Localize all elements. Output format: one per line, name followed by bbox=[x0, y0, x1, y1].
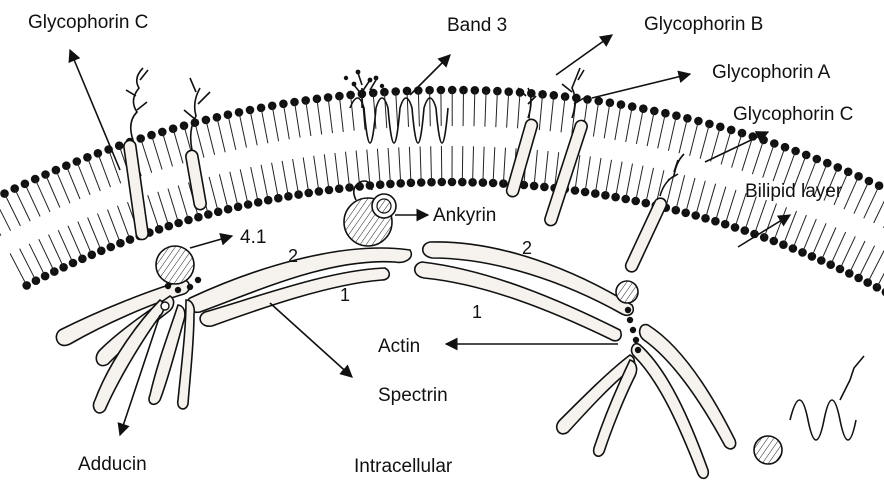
label-glycophorin-c-left: Glycophorin C bbox=[28, 12, 148, 33]
label-adducin: Adducin bbox=[78, 454, 147, 475]
label-actin: Actin bbox=[378, 336, 420, 357]
label-glycophorin-a: Glycophorin A bbox=[712, 62, 831, 83]
label-ankyrin: Ankyrin bbox=[433, 205, 496, 226]
spectrin-fibers bbox=[186, 242, 633, 341]
strand-number-left-1: 1 bbox=[340, 285, 350, 305]
label-band3: Band 3 bbox=[447, 15, 507, 36]
label-4-1: 4.1 bbox=[240, 227, 266, 248]
protein-4-1 bbox=[156, 246, 194, 284]
label-bilipid-layer: Bilipid layer bbox=[745, 181, 843, 202]
label-glycophorin-b: Glycophorin B bbox=[644, 14, 763, 35]
label-intracellular: Intracellular bbox=[354, 456, 453, 477]
strand-number-right-2: 2 bbox=[522, 238, 532, 258]
strand-number-left-2: 2 bbox=[288, 246, 298, 266]
label-glycophorin-c-right: Glycophorin C bbox=[733, 104, 853, 125]
band3-protein bbox=[344, 70, 448, 143]
band3-right-coil bbox=[790, 356, 864, 440]
strand-number-right-1: 1 bbox=[472, 302, 482, 322]
label-spectrin: Spectrin bbox=[378, 385, 448, 406]
right-junction-proteins bbox=[616, 281, 782, 464]
